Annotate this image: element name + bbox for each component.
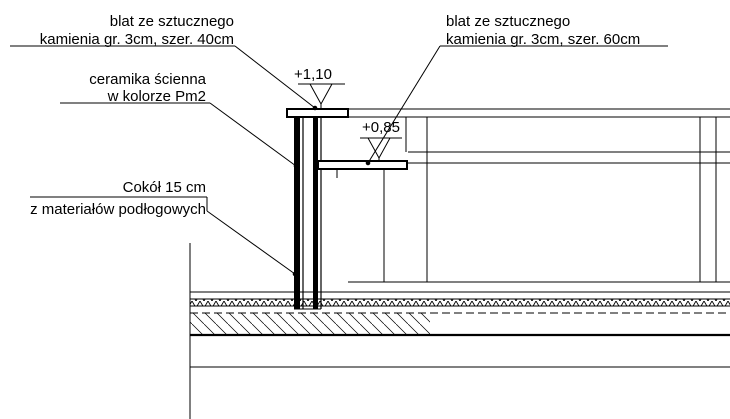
- leader-lines: [10, 45, 668, 277]
- annotation-top-right-line1: blat ze sztucznego: [446, 13, 570, 30]
- lower-worktop: [317, 160, 408, 178]
- column-core: [313, 117, 318, 309]
- leader-top-right: [367, 45, 441, 164]
- column: [294, 117, 322, 310]
- annotation-ceramics-line1: ceramika ścienna: [89, 71, 206, 88]
- annotation-plinth-line2: z materiałów podłogowych: [30, 201, 206, 218]
- upper-worktop: [286, 108, 349, 118]
- insulation-layer: [190, 299, 730, 306]
- level-lower-text: +0,85: [362, 119, 400, 136]
- leader-top-left: [234, 45, 316, 109]
- annotation-ceramics-line2: w kolorze Pm2: [107, 88, 206, 105]
- column-ceramics: [294, 117, 300, 309]
- level-upper-text: +1,10: [294, 66, 332, 83]
- annotation-plinth-line1: Cokół 15 cm: [123, 179, 206, 196]
- annotation-ceramics: ceramika ścienna w kolorze Pm2: [89, 71, 206, 105]
- annotation-top-right: blat ze sztucznego kamienia gr. 3cm, sze…: [446, 13, 640, 48]
- annotation-top-left-line1: blat ze sztucznego: [110, 13, 234, 30]
- level-marker-lower: +0,85: [360, 119, 402, 161]
- rear-frame: [348, 108, 730, 283]
- level-marker-upper: +1,10: [294, 66, 345, 109]
- screed-hatch: [190, 313, 430, 335]
- annotation-top-left: blat ze sztucznego kamienia gr. 3cm, sze…: [40, 13, 234, 48]
- leader-ceramics: [209, 102, 297, 167]
- annotation-plinth: Cokół 15 cm z materiałów podłogowych: [30, 179, 206, 218]
- annotation-top-left-line2: kamienia gr. 3cm, szer. 40cm: [40, 31, 234, 48]
- leader-plinth: [206, 210, 296, 275]
- annotation-top-right-line2: kamienia gr. 3cm, szer. 60cm: [446, 31, 640, 48]
- floor-layers: [189, 243, 730, 419]
